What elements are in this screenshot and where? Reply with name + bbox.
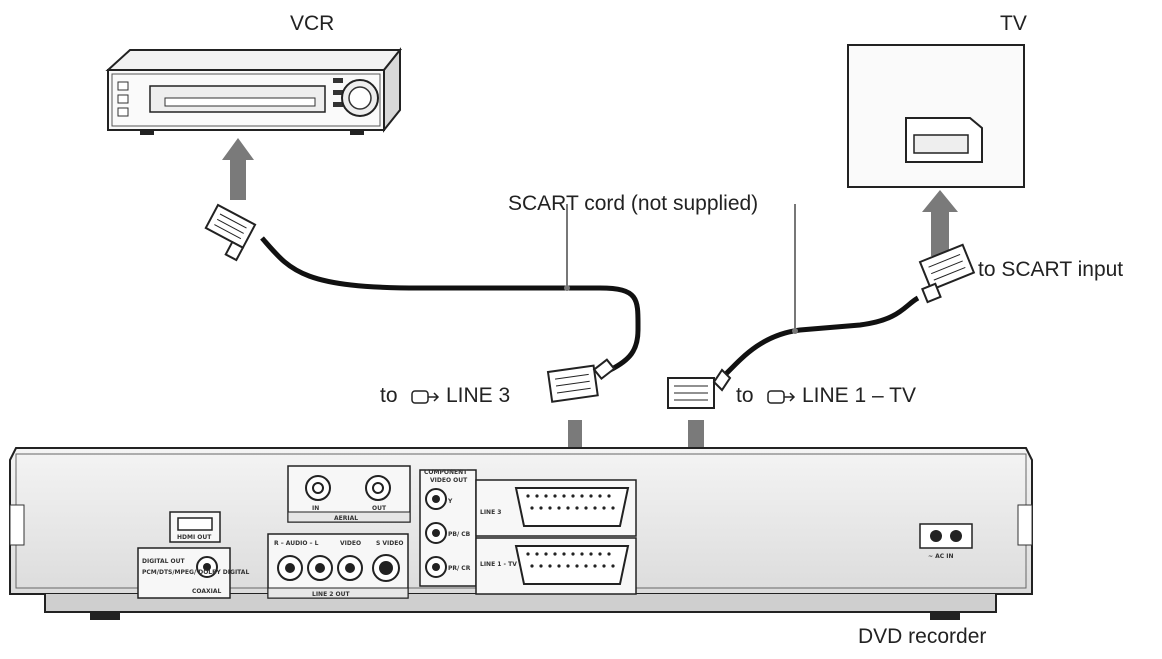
aerial-out-label: OUT [372,505,387,512]
video-label: VIDEO [340,540,361,547]
scart-pin [539,564,543,568]
scart-pin [589,552,593,556]
to-line1-prefix: to [736,384,754,407]
scart-pin [593,506,597,510]
scart-pin [571,552,575,556]
vcr-device [105,47,403,135]
line3-panel-label: LINE 3 [480,509,501,516]
scart-symbol-icon [767,390,796,404]
scart-pin [584,564,588,568]
scart-symbol-icon [411,390,440,404]
scart-pin [580,552,584,556]
scart-pin [557,564,561,568]
scart-cable-line1 [667,204,976,409]
scart-pin [539,506,543,510]
to-scart-input-label: to SCART input [978,258,1124,281]
audio-lr-label: R – AUDIO – L [274,540,319,547]
scart-pin [544,552,548,556]
scart-pin [598,494,602,498]
to-line3-label: LINE 3 [446,384,511,407]
pb-label: PB/ CB [448,531,471,538]
scart-pin [562,494,566,498]
coaxial-label: COAXIAL [192,588,221,595]
scart-pin [589,494,593,498]
scart-pin [607,552,611,556]
to-line3-prefix: to [380,384,398,407]
video-out-label: VIDEO OUT [430,477,468,484]
arrow-to-tv [922,190,958,256]
scart-pin [557,506,561,510]
scart-pin [602,506,606,510]
scart-pin [598,552,602,556]
scart-pin [566,506,570,510]
tv-label: TV [1000,12,1027,35]
scart-pin [580,494,584,498]
scart-pin [553,552,557,556]
scart-pin [530,506,534,510]
scart-pin [566,564,570,568]
scart-pin [526,494,530,498]
arrow-to-vcr [222,138,254,200]
svideo-label: S VIDEO [376,540,403,547]
component-label: COMPONENT [424,469,468,476]
pr-label: PR/ CR [448,565,471,572]
y-label: Y [447,498,453,505]
scart-pin [575,506,579,510]
vcr-label: VCR [290,12,335,35]
digital-out-label: DIGITAL OUT [142,558,186,565]
scart-pin [611,506,615,510]
panel-labels: COMPONENT VIDEO OUT Y PB/ CB PR/ CR LINE… [142,469,954,598]
scart-pin [571,494,575,498]
scart-pin [584,506,588,510]
dvd-recorder-label: DVD recorder [858,625,987,648]
scart-pin [611,564,615,568]
aerial-in-label: IN [312,505,319,512]
scart-pin [562,552,566,556]
scart-pin [602,564,606,568]
tv-device [847,44,1025,188]
scart-pin [544,494,548,498]
pcm-label: PCM/DTS/MPEG/ DOLBY DIGITAL [142,569,249,576]
ac-in-label: ~ AC IN [928,553,954,560]
line1-panel-label: LINE 1 - TV [480,561,517,568]
scart-pin [607,494,611,498]
aerial-label: AERIAL [334,515,358,522]
to-line1-label: LINE 1 – TV [802,384,917,407]
scart-pin [535,494,539,498]
scart-pin [526,552,530,556]
dvd-recorder [9,447,1033,620]
scart-pin [535,552,539,556]
scart-cable-line3 [204,203,641,403]
scart-pins [526,494,615,568]
scart-pin [575,564,579,568]
scart-pin [530,564,534,568]
scart-pin [548,564,552,568]
scart-pin [548,506,552,510]
scart-cord-label: SCART cord (not supplied) [508,192,759,215]
scart-pin [553,494,557,498]
hdmi-out-label: HDMI OUT [177,534,212,541]
line2-out-label: LINE 2 OUT [312,591,351,598]
scart-pin [593,564,597,568]
